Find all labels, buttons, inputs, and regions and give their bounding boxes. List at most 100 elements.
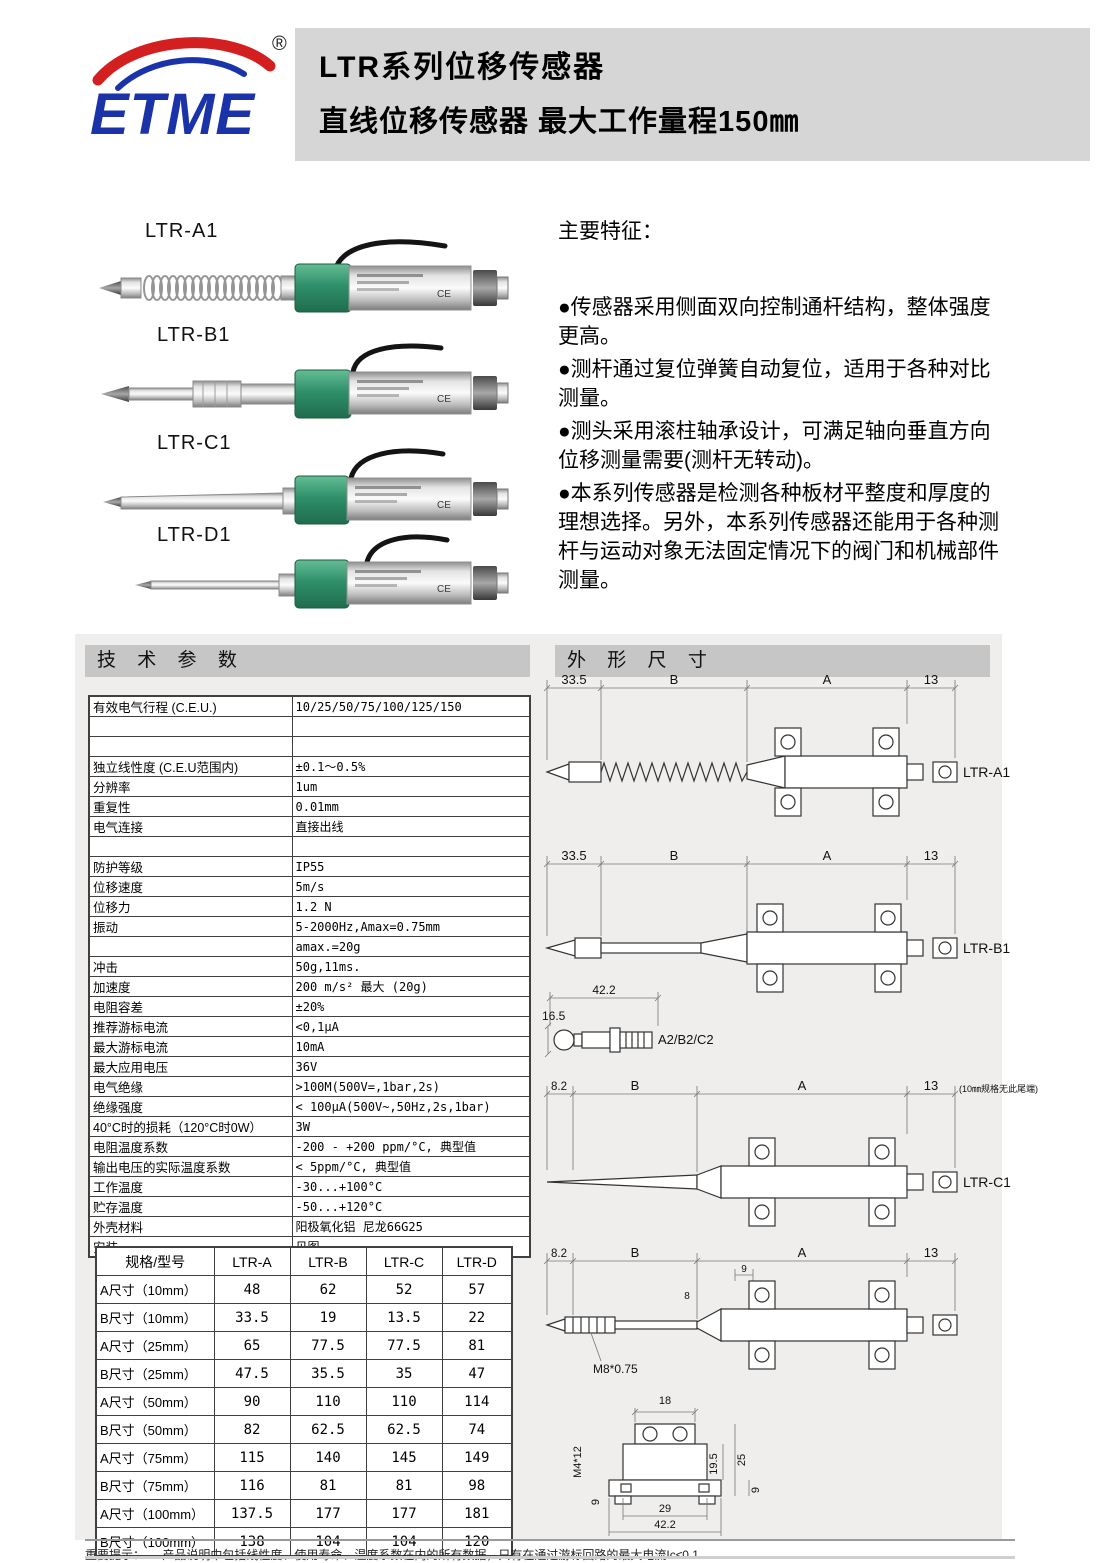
footer-text: 产品说明中包括线性度、使用寿命、温度系数在内的所有数据，只有在通过游标回路的最大… — [162, 1548, 699, 1562]
param-value: amax.=20g — [291, 936, 531, 957]
drawing-label-ltr-a1: LTR-A1 — [963, 764, 1010, 780]
tech-param-row — [88, 836, 531, 857]
title-bar: LTR系列位移传感器 直线位移传感器 最大工作量程150㎜ — [295, 28, 1090, 161]
dimension-drawing-ltr-a1: 33.5 B A 13 LTR-A1 — [543, 672, 1010, 817]
sensor-photo-ltr-a1: CE — [99, 239, 509, 313]
drawing-label-ltr-b1: LTR-B1 — [963, 940, 1010, 956]
tech-param-row: 绝缘强度< 100μA(500V~,50Hz,2s,1bar) — [88, 1096, 531, 1117]
param-name: 电气连接 — [88, 816, 293, 837]
feature-bullet: ●本系列传感器是检测各种板材平整度和厚度的理想选择。另外，本系列传感器还能用于各… — [558, 482, 999, 592]
spec-column-header: LTR-D — [441, 1246, 513, 1276]
registered-mark: ® — [272, 33, 287, 55]
tech-params-section-title: 技 术 参 数 — [85, 645, 530, 677]
param-value: < 5ppm/°C, 典型值 — [291, 1156, 531, 1177]
tech-param-row: 电阻容差±20% — [88, 996, 531, 1017]
param-value: -30...+100°C — [291, 1176, 531, 1197]
spec-value: 114 — [441, 1387, 513, 1416]
dimension-drawing-ltr-b1: 33.5 B A 13 LTR-B1 — [543, 848, 1010, 993]
dim-label: B — [631, 1078, 640, 1093]
spec-value: 104 — [365, 1527, 443, 1557]
dim-label: 9 — [750, 1487, 762, 1493]
param-name: 推荐游标电流 — [88, 1016, 293, 1037]
spec-value: 98 — [441, 1471, 513, 1500]
footer-label: 重要提示： — [85, 1548, 146, 1562]
footer: 重要提示： 产品说明中包括线性度、使用寿命、温度系数在内的所有数据，只有在通过游… — [85, 1539, 1015, 1563]
spec-column-header: LTR-A — [213, 1246, 291, 1276]
tech-param-row: 电气连接直接出线 — [88, 816, 531, 837]
spec-value: 47.5 — [213, 1359, 291, 1388]
tech-param-row: 独立线性度 (C.E.U范围内)±0.1～0.5% — [88, 756, 531, 777]
drawing-label-tip: A2/B2/C2 — [658, 1032, 714, 1047]
dim-note: (10㎜规格无此尾端) — [959, 1083, 1038, 1094]
spec-size-label: A尺寸（50mm） — [95, 1387, 215, 1416]
tech-param-row: 输出电压的实际温度系数< 5ppm/°C, 典型值 — [88, 1156, 531, 1177]
param-name: 位移力 — [88, 896, 293, 917]
spec-value: 110 — [289, 1387, 367, 1416]
dimension-drawing-end-view: 18 M4*12 9 25 19.5 9 29 42.2 — [572, 1395, 762, 1536]
param-name: 输出电压的实际温度系数 — [88, 1156, 293, 1177]
tech-param-row — [88, 716, 531, 737]
dimensions-section-title: 外 形 尺 寸 — [555, 645, 990, 677]
dim-label: 13 — [924, 672, 938, 687]
spec-value: 33.5 — [213, 1303, 291, 1332]
dim-label: 19.5 — [708, 1453, 720, 1474]
dim-label: 33.5 — [561, 848, 586, 863]
spec-value: 90 — [213, 1387, 291, 1416]
param-name: 位移速度 — [88, 876, 293, 897]
spec-size-label: B尺寸（10mm） — [95, 1303, 215, 1332]
param-value — [291, 716, 531, 737]
product-label-ltr-a1: LTR-A1 — [145, 220, 219, 242]
dim-label: 25 — [736, 1454, 748, 1466]
page-title: LTR系列位移传感器 — [319, 51, 606, 84]
tech-param-row: 有效电气行程 (C.E.U.)10/25/50/75/100/125/150 — [88, 695, 531, 717]
dim-label: 42.2 — [592, 983, 616, 997]
dim-label: 29 — [659, 1503, 671, 1515]
spec-value: 138 — [213, 1527, 291, 1557]
features-panel: 主要特征： ●传感器采用侧面双向控制通杆结构，整体强度更高。●测杆通过复位弹簧自… — [558, 215, 1010, 599]
ce-mark: CE — [437, 500, 451, 511]
tech-param-row: 电气绝缘>100M(500V=,1bar,2s) — [88, 1076, 531, 1097]
dim-label: B — [670, 848, 679, 863]
param-name: 电阻容差 — [88, 996, 293, 1017]
spec-value: 149 — [441, 1443, 513, 1472]
param-value: 1um — [291, 776, 531, 797]
dim-label: A — [823, 848, 832, 863]
tech-param-row: 电阻温度系数-200 - +200 ppm/°C, 典型值 — [88, 1136, 531, 1157]
dim-label: B — [670, 672, 679, 687]
spec-value: 81 — [289, 1471, 367, 1500]
dim-label: 13 — [924, 1245, 938, 1260]
etme-logo: ETME ® — [90, 33, 287, 147]
spec-value: 81 — [441, 1331, 513, 1360]
logo-blue-swoosh — [115, 57, 247, 91]
feature-bullet: ●传感器采用侧面双向控制通杆结构，整体强度更高。 — [558, 296, 991, 348]
param-value: >100M(500V=,1bar,2s) — [291, 1076, 531, 1097]
param-name — [88, 836, 293, 857]
spec-column-header: LTR-B — [289, 1246, 367, 1276]
param-value: 10/25/50/75/100/125/150 — [291, 695, 531, 717]
spec-value: 115 — [213, 1443, 291, 1472]
bottom-strip — [85, 1556, 1015, 1559]
product-label-ltr-b1: LTR-B1 — [157, 324, 231, 346]
param-value: 10mA — [291, 1036, 531, 1057]
spec-value: 140 — [289, 1443, 367, 1472]
tech-param-row: 40°C时的损耗（120°C时0W）3W — [88, 1116, 531, 1137]
spec-value: 47 — [441, 1359, 513, 1388]
param-name: 独立线性度 (C.E.U范围内) — [88, 756, 293, 777]
dim-label: 42.2 — [654, 1519, 675, 1531]
param-name: 40°C时的损耗（120°C时0W） — [88, 1116, 293, 1137]
param-name: 绝缘强度 — [88, 1096, 293, 1117]
dim-label: A — [798, 1245, 807, 1260]
dim-label: 16.5 — [542, 1009, 566, 1023]
